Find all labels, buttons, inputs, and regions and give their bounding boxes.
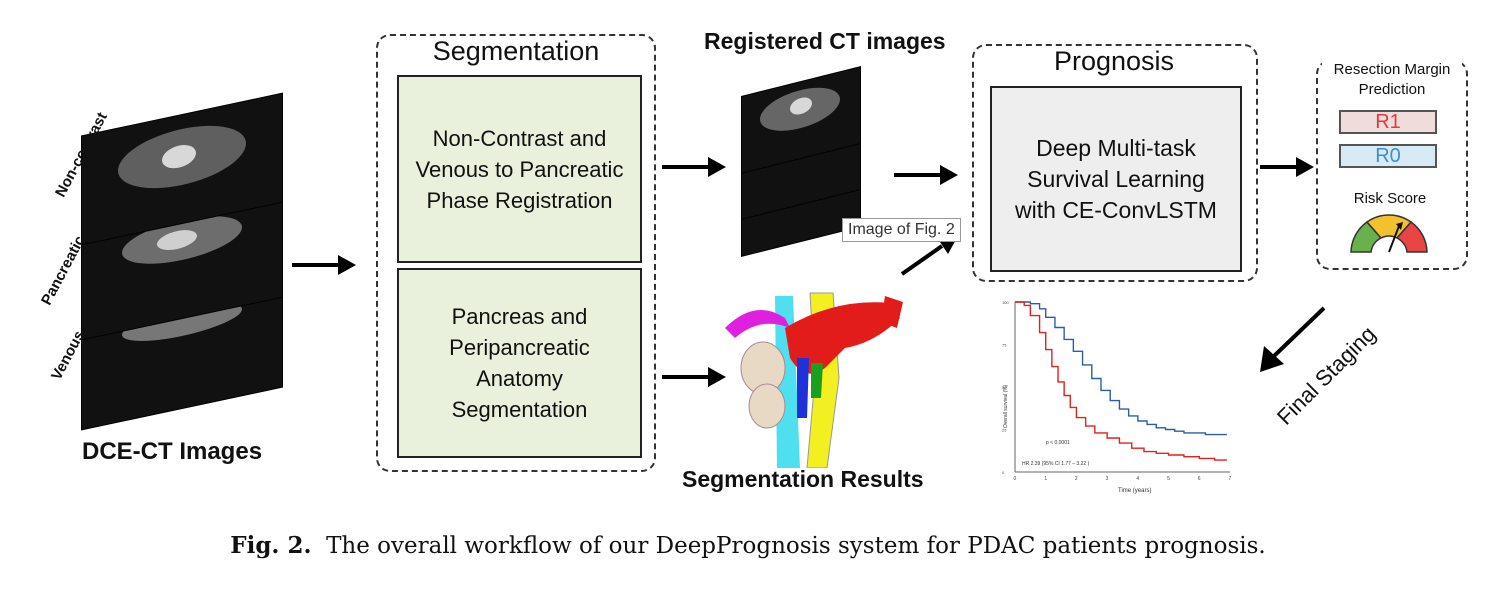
km-xtick-label: 5 xyxy=(1167,476,1170,482)
km-xtick-label: 1 xyxy=(1044,476,1047,482)
arrow-right-icon xyxy=(662,157,726,177)
segmentation-results-title: Segmentation Results xyxy=(682,466,924,492)
km-xtick-label: 2 xyxy=(1075,476,1078,482)
arrow-right-icon xyxy=(662,367,726,387)
segmentation-panel xyxy=(376,34,656,472)
km-ytick-label: 100 xyxy=(1002,300,1009,305)
arrow-diagonal-icon xyxy=(1260,306,1326,372)
prognosis-panel xyxy=(972,44,1258,282)
figure-label: Fig. 2. xyxy=(230,532,312,559)
km-series-line-0 xyxy=(1015,301,1227,436)
image-tooltip: Image of Fig. 2 xyxy=(842,218,961,242)
km-xlabel: Time (years) xyxy=(1118,488,1151,494)
km-hazard-ratio: HR 2.39 (95% CI 1.77 – 3.22 ) xyxy=(1022,461,1090,467)
km-xtick-label: 0 xyxy=(1014,476,1017,482)
registered-ct-title: Registered CT images xyxy=(704,28,946,54)
km-xtick-label: 3 xyxy=(1106,476,1109,482)
r1-box: R1 xyxy=(1339,110,1437,134)
km-ytick-label: 50 xyxy=(1002,385,1007,390)
arrow-right-icon xyxy=(1260,157,1314,177)
km-ylabel: Overall survival (%) xyxy=(1003,384,1009,428)
risk-gauge-icon xyxy=(1350,214,1428,253)
arrow-right-icon xyxy=(894,165,958,185)
input-caption: DCE-CT Images xyxy=(82,438,263,465)
kaplan-meier-plot: 100 75 50 25 0 0 1 2 3 4 5 6 7 Overall survival (%)… xyxy=(1002,300,1232,494)
r0-label: R0 xyxy=(1375,145,1401,167)
risk-score-label: Risk Score xyxy=(1353,190,1427,207)
figure-caption: Fig. 2. The overall workflow of our Deep… xyxy=(0,532,1496,559)
km-ytick-label: 25 xyxy=(1002,428,1007,433)
km-series-line-1 xyxy=(1015,301,1227,461)
r0-box: R0 xyxy=(1339,144,1437,168)
km-xtick-label: 4 xyxy=(1136,476,1139,482)
arrow-right-icon xyxy=(292,255,356,275)
registration-step: Non-Contrast and Venous to Pancreatic Ph… xyxy=(397,75,642,263)
segmentation-title: Segmentation xyxy=(410,36,622,67)
anatomy-segmentation-step: Pancreas and Peripancreatic Anatomy Segm… xyxy=(397,268,642,458)
km-ytick-label: 75 xyxy=(1002,343,1007,348)
km-ytick-label: 0 xyxy=(1002,470,1005,475)
r1-label: R1 xyxy=(1375,111,1401,133)
km-xtick-label: 6 xyxy=(1198,476,1201,482)
prognosis-title: Prognosis xyxy=(1020,46,1208,77)
survival-model-box: Deep Multi-task Survival Learning with C… xyxy=(990,86,1242,272)
figure-caption-text: The overall workflow of our DeepPrognosi… xyxy=(326,533,1266,559)
resection-title: Resection Margin Prediction xyxy=(1322,60,1462,100)
km-xtick-label: 7 xyxy=(1229,476,1232,482)
km-p-value: p < 0.0001 xyxy=(1046,440,1070,446)
segmentation-3d-render xyxy=(725,292,903,468)
